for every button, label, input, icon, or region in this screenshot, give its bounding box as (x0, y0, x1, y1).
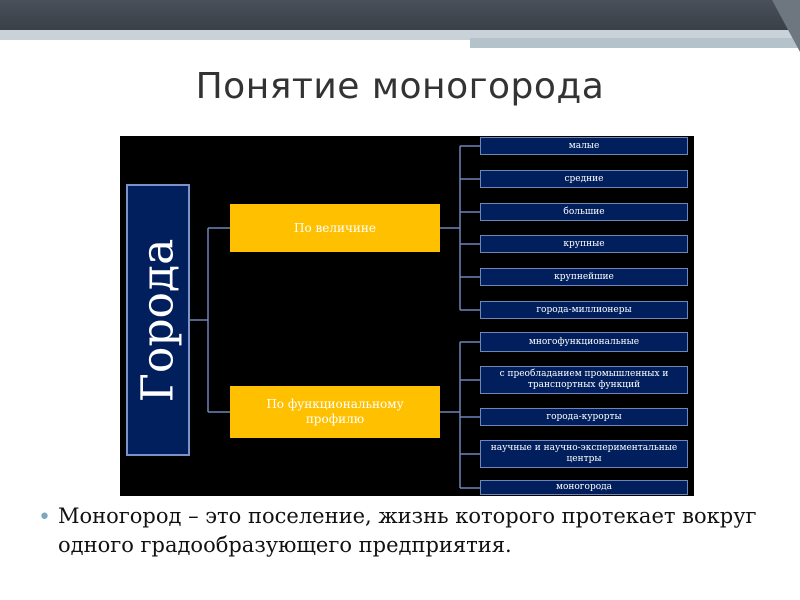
leaf-node: города-курорты (480, 408, 688, 426)
leaf-label: средние (564, 173, 604, 184)
root-node: Города (126, 184, 190, 456)
leaf-node: крупные (480, 235, 688, 253)
leaf-node: города-миллионеры (480, 301, 688, 319)
connector-lines (190, 145, 480, 489)
leaf-node: с преобладанием промышленных и транспорт… (480, 366, 688, 394)
leaf-label: крупные (563, 238, 605, 249)
leaf-node: научные и научно-экспериментальные центр… (480, 440, 688, 468)
leaf-node: многофункциональные (480, 332, 688, 352)
leaf-label: крупнейшие (554, 271, 614, 282)
bullet-text: Моногород – это поселение, жизнь которог… (58, 504, 757, 557)
category-node-size: По величине (230, 204, 440, 252)
leaf-label: моногорода (555, 482, 613, 492)
root-label: Города (132, 238, 184, 402)
leaf-node: крупнейшие (480, 268, 688, 286)
leaf-label: научные и научно-экспериментальные центр… (490, 443, 678, 464)
bullet-marker-icon: • (38, 505, 51, 530)
bullet-list: • Моногород – это поселение, жизнь котор… (38, 502, 778, 560)
leaf-label: города-курорты (546, 411, 622, 422)
leaf-label: с преобладанием промышленных и транспорт… (499, 369, 669, 390)
leaf-label: города-миллионеры (536, 304, 632, 315)
leaf-node: моногорода (480, 480, 688, 495)
top-accent-stripe (470, 38, 800, 48)
category-label: По величине (293, 220, 376, 235)
leaf-node: большие (480, 203, 688, 221)
category-node-function: По функциональному профилю (230, 386, 440, 438)
leaf-node: средние (480, 170, 688, 188)
slide-title: Понятие моногорода (195, 66, 605, 107)
corner-triangle (772, 0, 800, 52)
leaf-label: малые (568, 140, 600, 151)
leaf-node: малые (480, 137, 688, 155)
classification-diagram: Города По величине По функциональному пр… (120, 136, 694, 496)
category-label: По функциональному профилю (266, 397, 404, 426)
top-accent-band (0, 30, 800, 40)
leaf-label: большие (563, 206, 605, 217)
top-decorative-bar (0, 0, 800, 30)
bullet-item: • Моногород – это поселение, жизнь котор… (38, 502, 778, 560)
leaf-label: многофункциональные (528, 336, 640, 347)
